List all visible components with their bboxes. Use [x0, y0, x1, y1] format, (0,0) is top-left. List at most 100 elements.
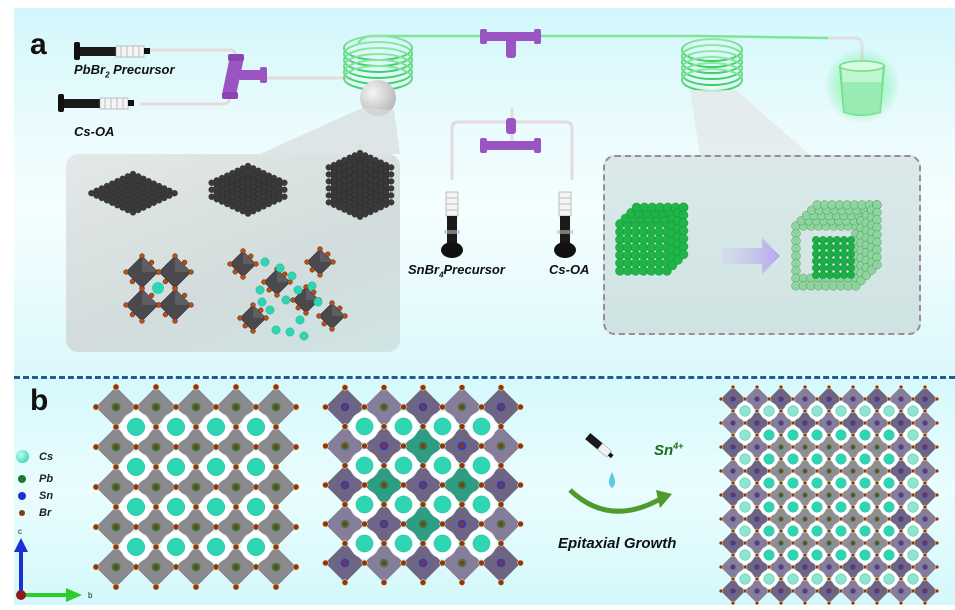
br-atom: [779, 541, 783, 545]
cs-atom: [246, 418, 265, 437]
br-atom: [827, 589, 831, 593]
br-atom: [498, 482, 504, 488]
br-atom: [862, 588, 868, 594]
br-atom: [875, 469, 879, 473]
br-atom: [380, 462, 388, 469]
br-atom: [803, 397, 807, 401]
br-atom: [875, 517, 879, 521]
br-atom: [850, 384, 856, 390]
cs-atom: [787, 405, 799, 417]
br-atom: [381, 521, 387, 527]
br-atom: [341, 501, 349, 508]
br-atom: [886, 492, 892, 498]
br-atom: [802, 432, 808, 438]
br-atom: [898, 504, 904, 510]
legend-item-br: Br: [16, 507, 51, 519]
br-atom: [458, 540, 466, 547]
br-atom: [934, 420, 940, 426]
cs-atom: [763, 453, 775, 465]
legend-item-sn: Sn: [16, 490, 53, 502]
br-atom: [827, 421, 831, 425]
br-atom: [875, 541, 879, 545]
crystal-axes: c b: [14, 527, 93, 602]
br-atom: [192, 463, 200, 471]
br-atom: [272, 503, 280, 511]
cs-atom: [811, 453, 823, 465]
br-atom: [498, 404, 504, 410]
br-atom: [498, 521, 504, 527]
br-atom: [517, 403, 524, 411]
cs-atom: [859, 573, 871, 585]
br-atom: [233, 444, 239, 450]
br-atom: [742, 396, 748, 402]
br-atom: [886, 420, 892, 426]
br-atom: [851, 469, 855, 473]
br-atom: [803, 445, 807, 449]
br-atom: [922, 528, 928, 534]
br-atom: [755, 541, 759, 545]
panel-a-label: a: [30, 28, 47, 61]
br-atom: [730, 552, 736, 558]
br-atom: [754, 456, 760, 462]
br-atom: [778, 456, 784, 462]
cs-atom: [787, 501, 799, 513]
cs-atom: [126, 457, 145, 476]
flow-setup-diagram: [58, 29, 900, 258]
cs-atom: [126, 537, 145, 556]
br-atom: [273, 444, 279, 450]
br-atom: [152, 543, 160, 551]
br-atom: [862, 420, 868, 426]
br-atom: [838, 396, 844, 402]
br-atom: [838, 468, 844, 474]
cs-atom: [811, 573, 823, 585]
cs-atom: [835, 501, 847, 513]
br-atom: [731, 469, 735, 473]
br-atom: [862, 540, 868, 546]
cs-atom: [907, 405, 919, 417]
cs-cation: [299, 331, 309, 341]
br-atom: [754, 552, 760, 558]
cs-atom: [811, 549, 823, 561]
cs-atom: [246, 497, 265, 516]
br-atom: [874, 528, 880, 534]
axis-c-label: c: [18, 527, 22, 536]
cs-atom: [859, 525, 871, 537]
br-atom: [778, 408, 784, 414]
br-atom: [850, 480, 856, 486]
cs-atom: [907, 429, 919, 441]
br-atom: [419, 579, 427, 586]
br-atom: [459, 482, 465, 488]
br-atom: [381, 560, 387, 566]
br-atom: [272, 463, 280, 471]
br-atom: [862, 492, 868, 498]
cube-structure: [325, 149, 395, 220]
br-atom: [910, 588, 916, 594]
br-atom: [766, 468, 772, 474]
br-atom: [826, 408, 832, 414]
br-atom: [862, 468, 868, 474]
br-atom: [730, 576, 736, 582]
br-atom: [517, 520, 524, 528]
br-atom: [132, 403, 140, 411]
few-layer-structure: [208, 162, 288, 217]
br-atom: [458, 384, 466, 391]
br-atom: [922, 600, 928, 606]
br-atom: [754, 504, 760, 510]
br-atom: [497, 501, 505, 508]
br-atom: [898, 528, 904, 534]
cs-atom: [433, 495, 452, 514]
br-atom: [112, 463, 120, 471]
br-atom: [790, 444, 796, 450]
br-atom: [731, 397, 735, 401]
br-atom: [910, 516, 916, 522]
legend-item-pb: Pb: [16, 473, 53, 485]
br-atom: [802, 384, 808, 390]
br-atom: [342, 560, 348, 566]
cs-atom: [883, 573, 895, 585]
br-atom: [252, 483, 260, 491]
cs-atom: [859, 501, 871, 513]
br-atom: [850, 432, 856, 438]
br-atom: [272, 423, 280, 431]
br-atom: [790, 420, 796, 426]
br-atom: [934, 540, 940, 546]
